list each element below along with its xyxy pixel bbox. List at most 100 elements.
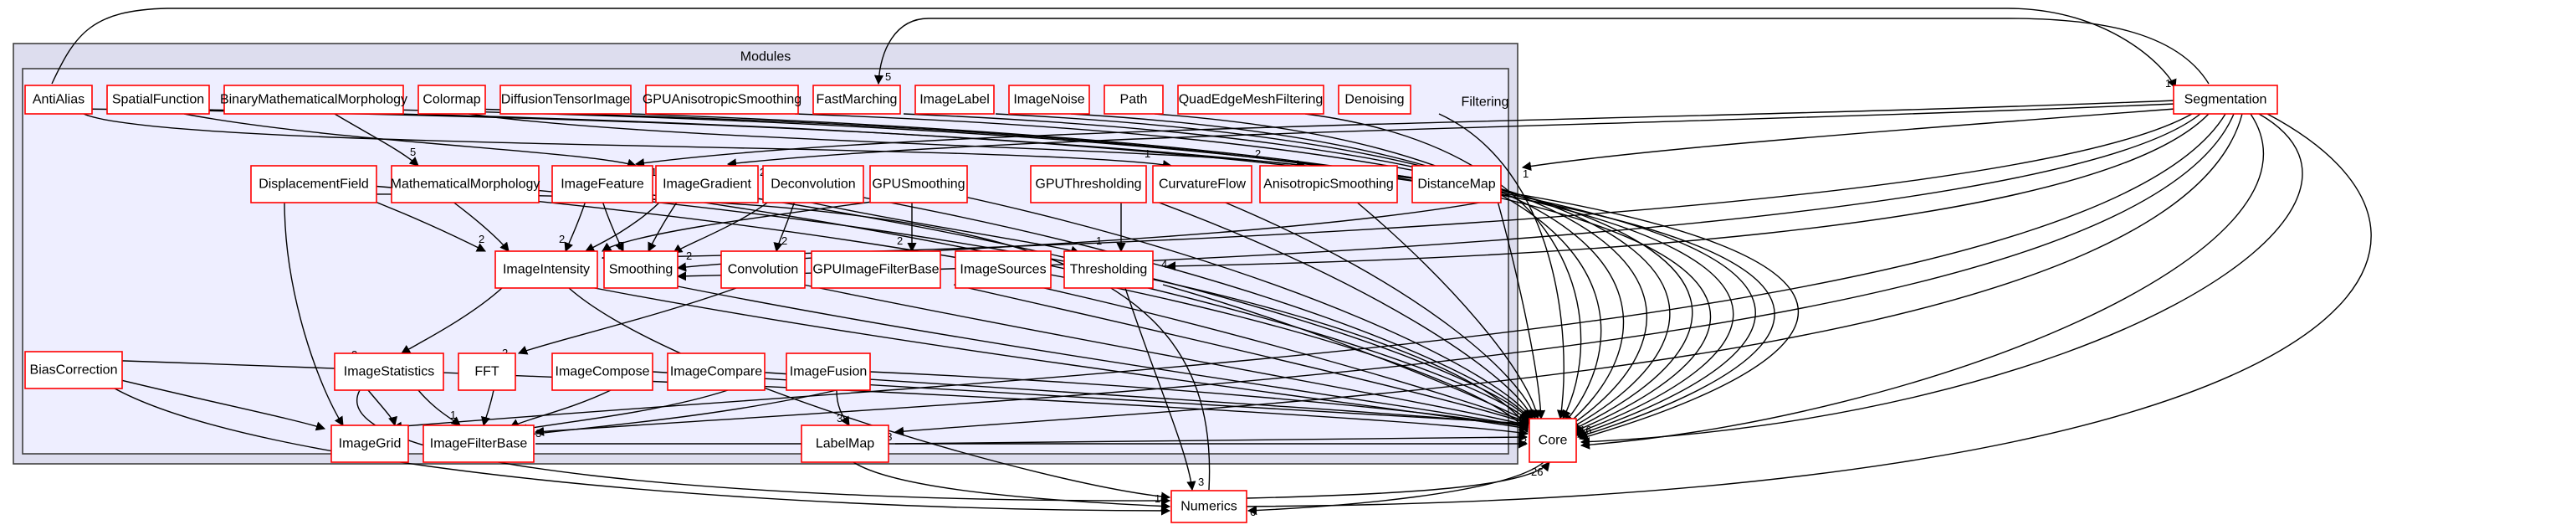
edge-label: 1 bbox=[450, 409, 456, 421]
node-imagecompose[interactable]: ImageCompose bbox=[551, 352, 653, 391]
node-gpusmoothing[interactable]: GPUSmoothing bbox=[869, 165, 968, 203]
node-binarymorph[interactable]: BinaryMathematicalMorphology bbox=[220, 85, 407, 115]
node-label: AnisotropicSmoothing bbox=[1263, 178, 1394, 192]
node-label: ImageCompose bbox=[556, 365, 650, 379]
node-spatialfunction[interactable]: SpatialFunction bbox=[106, 85, 210, 115]
node-convolution[interactable]: Convolution bbox=[720, 250, 806, 289]
node-distancemap[interactable]: DistanceMap bbox=[1411, 165, 1502, 203]
edge-deconvolution-smoothing bbox=[673, 200, 771, 254]
node-imagegrid[interactable]: ImageGrid bbox=[330, 425, 409, 463]
edge-imagefeature-smoothing bbox=[602, 200, 624, 253]
edge-label: 2 bbox=[686, 250, 692, 262]
edge-gpusmoothing-imageintensity bbox=[602, 200, 879, 252]
edge-segmentation-imagefeature bbox=[634, 100, 2176, 168]
node-quadedge[interactable]: QuadEdgeMeshFiltering bbox=[1177, 85, 1324, 115]
node-colormap[interactable]: Colormap bbox=[417, 85, 486, 115]
node-denoising[interactable]: Denoising bbox=[1338, 85, 1411, 115]
edge-distancemap-core bbox=[1497, 200, 1546, 420]
edge-imagestatistics-imagefilterbase bbox=[417, 389, 461, 426]
edge-imagefusion-imagefilterbase bbox=[521, 389, 837, 440]
edge-displacement-imagegrid bbox=[284, 200, 344, 426]
node-deconvolution[interactable]: Deconvolution bbox=[762, 165, 864, 203]
edge-binarymorph-mathmorph bbox=[334, 113, 419, 167]
edge-segmentation-imagegradient bbox=[726, 103, 2176, 168]
edge-biascorrection-imagegrid bbox=[100, 374, 326, 431]
edge-label: 16 bbox=[1580, 424, 1591, 436]
node-label: ImageFilterBase bbox=[430, 437, 528, 451]
node-label: LabelMap bbox=[816, 437, 874, 451]
node-label: Segmentation bbox=[2184, 93, 2267, 107]
node-label: BiasCorrection bbox=[30, 363, 118, 378]
modules-cluster-label: Modules bbox=[740, 50, 791, 64]
node-gputhresholding[interactable]: GPUThresholding bbox=[1030, 165, 1147, 203]
edge-imagestatistics-numerics bbox=[356, 389, 1171, 506]
edge-fastmarching-core bbox=[903, 113, 1671, 430]
node-anisosmoothing[interactable]: AnisotropicSmoothing bbox=[1259, 165, 1398, 203]
node-label: Core bbox=[1539, 434, 1568, 448]
node-imagelabel[interactable]: ImageLabel bbox=[914, 85, 995, 115]
edge-label: 5 bbox=[410, 146, 416, 158]
edge-label: 1 bbox=[2165, 77, 2171, 90]
node-imagefilterbase[interactable]: ImageFilterBase bbox=[423, 425, 535, 463]
node-label: Smoothing bbox=[609, 263, 673, 277]
edge-labelmap-numerics bbox=[853, 461, 1171, 512]
node-imagesources[interactable]: ImageSources bbox=[955, 250, 1052, 289]
edge-path-core bbox=[1154, 113, 1602, 424]
nodes: AntiAlias SpatialFunction BinaryMathemat… bbox=[24, 85, 2278, 523]
node-mathmorph[interactable]: MathematicalMorphology bbox=[391, 165, 540, 203]
node-thresholding[interactable]: Thresholding bbox=[1063, 250, 1154, 289]
node-labelmap[interactable]: LabelMap bbox=[801, 425, 889, 463]
edge-label: 1 bbox=[1523, 167, 1529, 180]
edge-imagecompose-imagefilterbase bbox=[509, 389, 612, 428]
node-label: AntiAlias bbox=[33, 93, 85, 107]
edge-segmentation-fastmarching bbox=[873, 18, 2210, 85]
node-label: DistanceMap bbox=[1417, 178, 1495, 192]
node-label: DisplacementField bbox=[259, 178, 369, 192]
node-label: GPUThresholding bbox=[1035, 178, 1141, 192]
node-displacementfield[interactable]: DisplacementField bbox=[250, 165, 377, 203]
node-imagefeature[interactable]: ImageFeature bbox=[551, 165, 653, 203]
node-imagegradient[interactable]: ImageGradient bbox=[655, 165, 759, 203]
edge-antialias-curvatureflow bbox=[83, 113, 1173, 170]
edge-imagefusion-core bbox=[869, 371, 1529, 430]
node-imagefusion[interactable]: ImageFusion bbox=[786, 352, 871, 391]
node-gpuaniso[interactable]: GPUAnisotropicSmoothing bbox=[643, 85, 801, 115]
edge-segmentation-core-b bbox=[1580, 113, 2265, 450]
node-imagecompare[interactable]: ImageCompare bbox=[667, 352, 766, 391]
node-antialias[interactable]: AntiAlias bbox=[24, 85, 93, 115]
node-numerics[interactable]: Numerics bbox=[1170, 490, 1247, 523]
node-label: ImageSources bbox=[960, 263, 1046, 277]
edge-deconvolution-thresholding bbox=[802, 200, 1081, 255]
edge-label: 5 bbox=[617, 239, 623, 252]
node-imagestatistics[interactable]: ImageStatistics bbox=[334, 352, 444, 391]
edge-binarymorph-core bbox=[351, 108, 1756, 438]
node-smoothing[interactable]: Smoothing bbox=[603, 250, 679, 289]
node-label: Thresholding bbox=[1070, 263, 1148, 277]
edge-core-numerics bbox=[1247, 461, 1544, 516]
edge-imagegradient-smoothing bbox=[648, 200, 679, 253]
node-label: Denoising bbox=[1344, 93, 1404, 107]
edge-label: 3 bbox=[1198, 476, 1204, 488]
node-gpuimagefilterbase[interactable]: GPUImageFilterBase bbox=[811, 250, 941, 289]
edge-segmentation-imagefilterbase bbox=[534, 113, 2235, 436]
node-segmentation[interactable]: Segmentation bbox=[2173, 85, 2278, 115]
node-core[interactable]: Core bbox=[1529, 418, 1577, 463]
node-fastmarching[interactable]: FastMarching bbox=[812, 85, 901, 115]
node-path[interactable]: Path bbox=[1104, 85, 1164, 115]
edge-numerics-core bbox=[1246, 461, 1550, 499]
node-label: Path bbox=[1120, 93, 1148, 107]
node-label: BinaryMathematicalMorphology bbox=[220, 93, 407, 107]
node-biascorrection[interactable]: BiasCorrection bbox=[24, 351, 123, 389]
node-imagenoise[interactable]: ImageNoise bbox=[1008, 85, 1090, 115]
node-imageintensity[interactable]: ImageIntensity bbox=[494, 250, 598, 289]
edge-imageintensity-imagestatistics bbox=[401, 287, 503, 354]
node-fft[interactable]: FFT bbox=[458, 352, 516, 391]
edge-imagenoise-core bbox=[1070, 113, 1625, 426]
edge-displacement-core bbox=[351, 183, 1529, 433]
node-label: Numerics bbox=[1180, 500, 1237, 514]
edge-thresholding-numerics bbox=[1124, 287, 1196, 491]
node-curvatureflow[interactable]: CurvatureFlow bbox=[1152, 165, 1252, 203]
node-diffusiontensor[interactable]: DiffusionTensorImage bbox=[499, 85, 632, 115]
edges bbox=[51, 8, 2372, 516]
